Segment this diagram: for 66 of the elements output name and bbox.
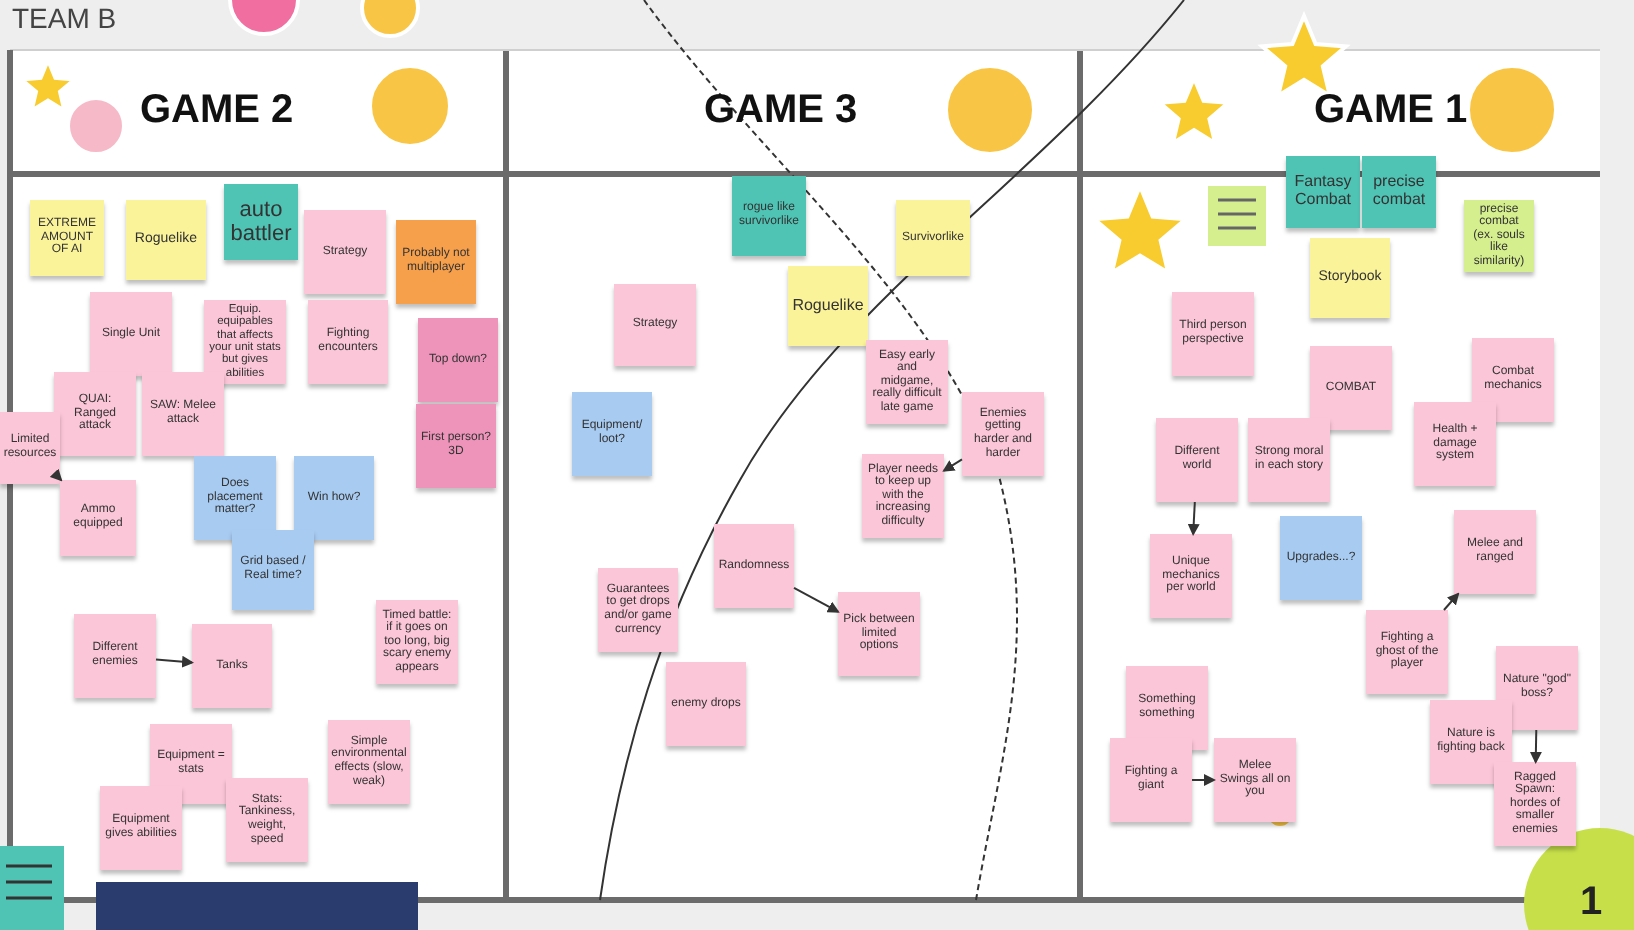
sticky-note	[418, 318, 498, 402]
sticky-note	[1310, 346, 1392, 430]
note-text: auto battler	[228, 197, 294, 247]
column-heading: GAME 3	[704, 88, 858, 134]
sticky-note	[416, 404, 496, 488]
sticky-note	[1280, 516, 1362, 600]
arrow	[49, 468, 63, 482]
sticky-note	[1362, 156, 1436, 228]
sticky-note	[666, 662, 746, 746]
sticky-note	[1496, 646, 1578, 730]
sticky-note	[1286, 156, 1360, 228]
arrow	[1442, 592, 1460, 611]
sticky-note	[294, 456, 374, 540]
sticky-note	[1494, 762, 1576, 846]
sticky-note	[788, 266, 868, 346]
sticky-note	[1414, 402, 1496, 486]
sticky-note	[1366, 610, 1448, 694]
sticky-note	[1430, 700, 1512, 784]
sticky-note	[1214, 738, 1296, 822]
sticky-note	[896, 200, 970, 276]
badge-number: 1	[1580, 880, 1603, 926]
sticky-note	[1156, 418, 1238, 502]
sticky-note	[838, 592, 920, 676]
sticky-note	[1472, 338, 1554, 422]
sticky-note	[194, 456, 276, 540]
sticky-note	[142, 372, 224, 456]
sticky-note	[0, 412, 60, 484]
sticky-note	[74, 614, 156, 698]
sticky-note	[1150, 534, 1232, 618]
column-heading: GAME 1	[1314, 88, 1468, 134]
sticky-note	[396, 220, 476, 304]
sticky-note	[308, 300, 388, 384]
sticky-note	[598, 568, 678, 652]
sticky-note	[100, 786, 182, 870]
sticky-note	[732, 176, 806, 256]
sticky-note	[226, 778, 308, 862]
arrow	[793, 586, 840, 613]
column-heading: GAME 2	[140, 88, 294, 134]
note-text: Fantasy Combat	[1292, 174, 1354, 210]
arrow	[1187, 501, 1200, 536]
note-text: precise combat	[1370, 174, 1428, 210]
sticky-note	[328, 720, 410, 804]
sticky-note	[54, 372, 136, 456]
arrow	[155, 655, 194, 668]
sticky-note	[714, 524, 794, 608]
team-name: TEAM B	[12, 2, 117, 34]
sticky-note	[90, 292, 172, 376]
arrow	[942, 458, 963, 472]
sticky-note	[126, 200, 206, 280]
sticky-note	[192, 624, 272, 708]
arrow	[1191, 774, 1216, 786]
sticky-note	[60, 480, 136, 556]
sticky-note	[232, 530, 314, 610]
sticky-note	[224, 184, 298, 260]
sticky-note	[30, 200, 104, 276]
sticky-note	[304, 210, 386, 294]
sticky-note	[962, 392, 1044, 476]
sticky-note	[1248, 418, 1330, 502]
sticky-note	[1310, 238, 1390, 318]
note-text: Roguelike	[792, 297, 864, 315]
sticky-note	[1172, 292, 1254, 376]
sticky-note	[1110, 738, 1192, 822]
sticky-note	[572, 392, 652, 476]
sticky-note	[614, 284, 696, 366]
arrow	[1529, 729, 1542, 764]
sticky-note	[1454, 510, 1536, 594]
